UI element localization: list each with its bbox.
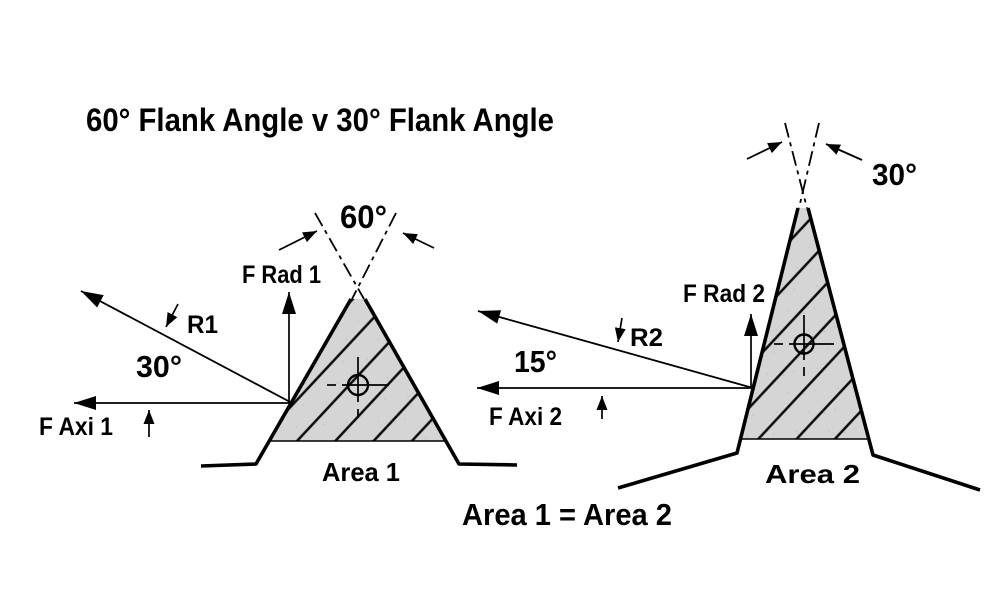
left-resultant-label: R1 bbox=[187, 311, 218, 339]
right-flank-right bbox=[806, 207, 981, 492]
right-resultant-arrow bbox=[477, 310, 754, 389]
right-area-label: Area 2 bbox=[765, 459, 860, 489]
area-equation-label: Area 1 = Area 2 bbox=[462, 497, 672, 532]
left-extension-line-a bbox=[314, 212, 365, 300]
right-radial-force-label: F Rad 2 bbox=[683, 280, 765, 308]
left-extension-line-b bbox=[351, 212, 397, 300]
right-axial-force-label: F Axi 2 bbox=[489, 403, 562, 431]
right-flank-angle-label: 30° bbox=[872, 157, 917, 192]
left-axial-force-label: F Axi 1 bbox=[39, 413, 113, 441]
right-extension-line-a bbox=[784, 122, 808, 209]
left-thread-profile: 60° F Rad 1 R1 30° F Axi 1 Area 1 bbox=[39, 199, 518, 487]
left-resultant-arrow bbox=[80, 290, 293, 404]
right-angle-arrow-left bbox=[746, 141, 783, 160]
left-flank-left bbox=[200, 298, 353, 468]
left-resultant-pointer-arrow bbox=[165, 303, 179, 328]
right-resultant-pointer-arrow bbox=[614, 317, 626, 343]
left-center-mark bbox=[327, 357, 389, 418]
left-resultant-angle-label: 30° bbox=[136, 349, 182, 384]
right-resultant-label: R2 bbox=[630, 324, 663, 352]
left-angle-arrow-right bbox=[402, 232, 435, 249]
page-title: 60° Flank Angle v 30° Flank Angle bbox=[86, 102, 554, 138]
left-radial-force-label: F Rad 1 bbox=[242, 261, 321, 289]
left-flank-angle-label: 60° bbox=[340, 199, 387, 235]
right-thread-profile: 30° F Rad 2 R2 15° F Axi 2 Area 2 bbox=[477, 122, 981, 492]
left-area-label: Area 1 bbox=[322, 457, 400, 487]
right-angle-arrow-right bbox=[825, 143, 863, 161]
left-angle-arrow-left bbox=[278, 230, 318, 251]
left-flank-right bbox=[363, 298, 518, 467]
right-flank-left bbox=[617, 207, 800, 490]
right-center-mark bbox=[774, 315, 834, 376]
right-resultant-angle-label: 15° bbox=[514, 344, 557, 379]
right-extension-line-b bbox=[798, 122, 820, 209]
